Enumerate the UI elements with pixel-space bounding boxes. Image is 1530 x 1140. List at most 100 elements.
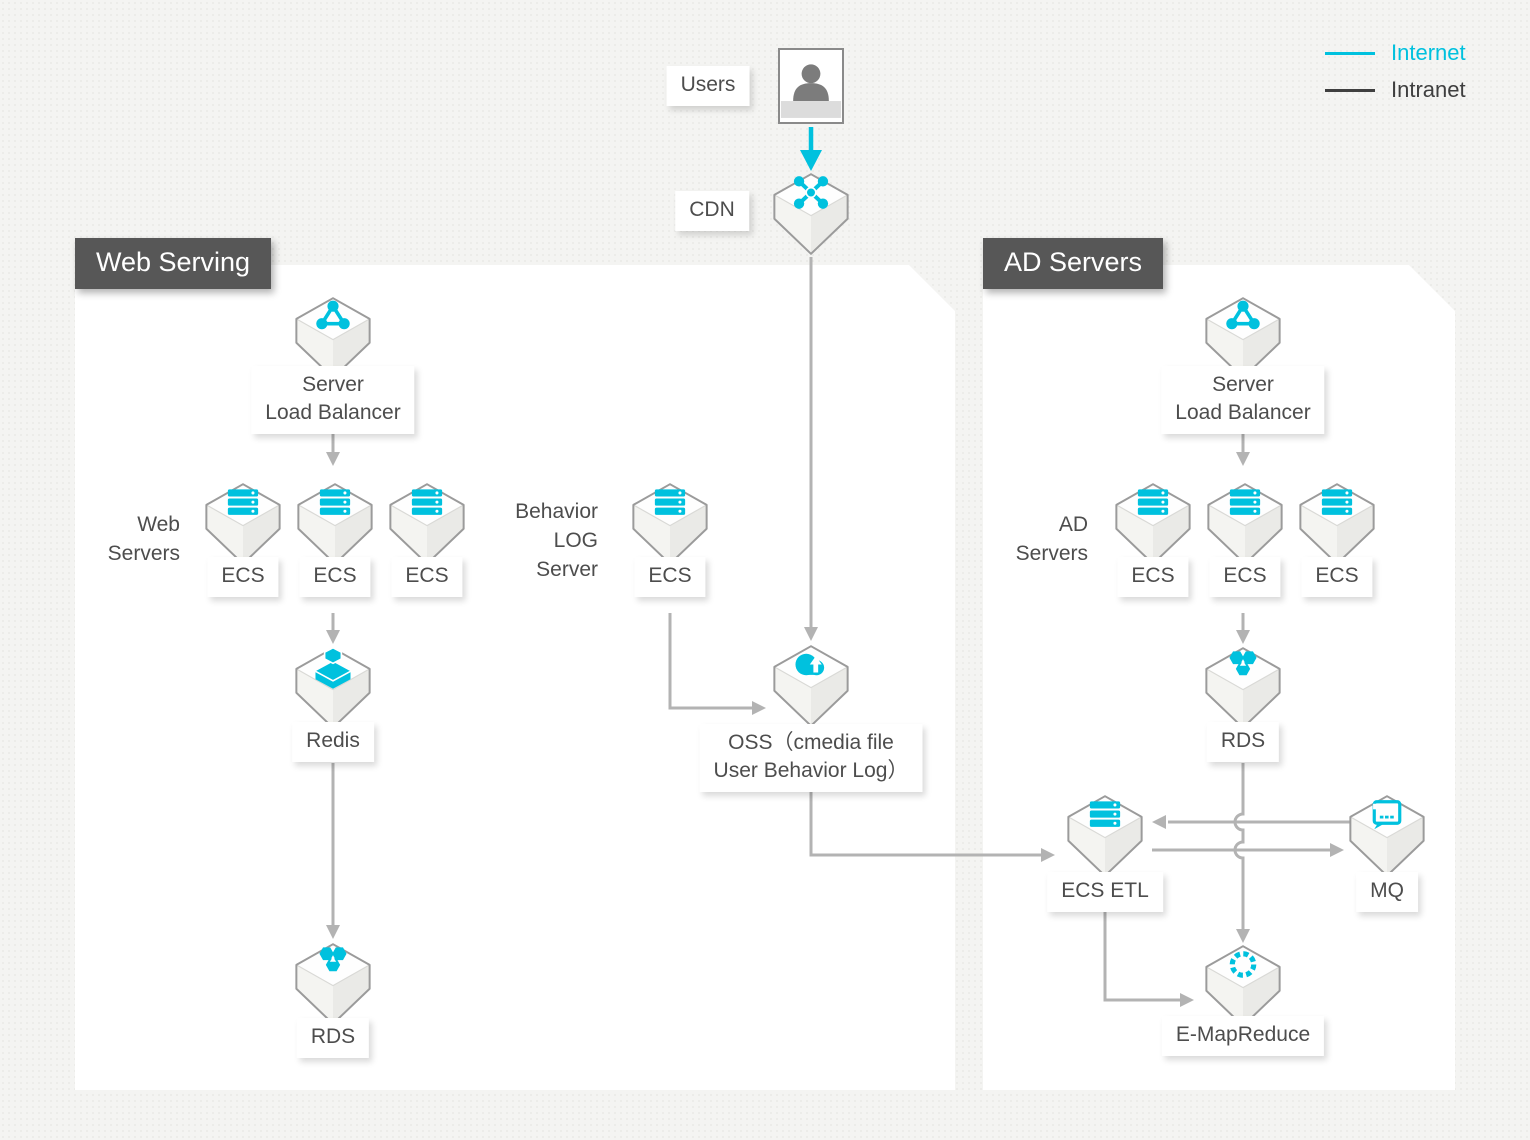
conn-adecs-to-rds-arrowhead <box>1236 630 1250 644</box>
behavior-log-side-label: Behavior LOG Server <box>452 497 598 584</box>
behavior-ecs-node <box>630 481 710 567</box>
oss-node <box>771 643 851 729</box>
ad-servers-side-label: AD Servers <box>948 510 1088 568</box>
legend: Internet Intranet <box>1325 42 1466 101</box>
web-slb-label-line2: Load Balancer <box>265 401 401 424</box>
web-ecs-label-1: ECS <box>207 557 279 597</box>
ecs-glyph <box>412 489 442 514</box>
mq-node <box>1347 793 1427 879</box>
server-stack-icon <box>1297 481 1377 567</box>
web-rds-label: RDS <box>296 1018 370 1058</box>
conn-behaviorlog-to-oss <box>668 613 752 710</box>
server-stack-icon <box>295 481 375 567</box>
ecs-glyph <box>1230 489 1260 514</box>
oss-label-line2: User Behavior Log） <box>713 759 909 782</box>
network-hub-icon <box>771 171 851 257</box>
ecs-glyph <box>1138 489 1168 514</box>
conn-rds-to-emapreduce-arrowhead <box>1236 929 1250 943</box>
ad-servers-side-label-line1: AD <box>1058 513 1088 536</box>
internet-legend-label: Internet <box>1391 40 1466 65</box>
server-stack-icon <box>203 481 283 567</box>
ad-ecs-label-1: ECS <box>1117 557 1189 597</box>
users-node <box>778 48 844 124</box>
server-stack-icon <box>1065 793 1145 879</box>
conn-behaviorlog-to-oss-arrowhead <box>752 701 766 715</box>
database-cluster-icon <box>293 941 373 1027</box>
conn-adslb-to-adecs-arrowhead <box>1236 452 1250 466</box>
cdn-node <box>771 171 851 257</box>
ad-ecs-node-2 <box>1205 481 1285 567</box>
ecs-glyph <box>1090 801 1120 826</box>
behavior-ecs-label: ECS <box>634 557 706 597</box>
database-cluster-icon <box>1203 645 1283 731</box>
hex-base <box>1206 648 1279 728</box>
oss-label: OSS（cmedia file User Behavior Log） <box>699 724 923 792</box>
ad-rds-node <box>1203 645 1283 731</box>
conn-redis-to-rds-arrowhead <box>326 925 340 939</box>
server-stack-icon <box>1113 481 1193 567</box>
conn-oss-to-ecsetl <box>809 792 1041 857</box>
conn-oss-to-ecsetl-arrowhead <box>1041 848 1055 862</box>
web-servers-side-label-line1: Web <box>137 513 180 536</box>
conn-slb-to-webservers-arrowhead <box>326 452 340 466</box>
web-serving-header: Web Serving <box>75 238 272 289</box>
legend-intranet-row: Intranet <box>1325 79 1466 101</box>
ecs-etl-node <box>1065 793 1145 879</box>
cdn-label: CDN <box>675 191 749 231</box>
ad-ecs-label-2: ECS <box>1209 557 1281 597</box>
ecs-glyph <box>228 489 258 514</box>
ad-ecs-node-1 <box>1113 481 1193 567</box>
ad-rds-label: RDS <box>1206 722 1280 762</box>
server-stack-icon <box>630 481 710 567</box>
web-rds-node <box>293 941 373 1027</box>
ad-slb-label-line1: Server <box>1212 373 1274 396</box>
behavior-log-side-label-line1: Behavior <box>515 500 598 523</box>
ad-servers-header: AD Servers <box>983 238 1164 289</box>
redis-node <box>293 645 373 731</box>
cloud-upload-icon <box>771 643 851 729</box>
web-slb-label-line1: Server <box>302 373 364 396</box>
hex-base <box>1206 946 1279 1026</box>
cache-box-icon <box>293 645 373 731</box>
internet-line-swatch <box>1325 51 1375 55</box>
web-ecs-label-2: ECS <box>299 557 371 597</box>
ecs-glyph <box>655 489 685 514</box>
conn-ecsetl-to-emapreduce <box>1103 912 1180 1002</box>
conn-users-to-cdn-arrowhead <box>800 150 822 171</box>
conn-webservers-to-redis-arrowhead <box>326 630 340 644</box>
ad-slb-label-line2: Load Balancer <box>1175 401 1311 424</box>
conn-ecsetl-to-emapreduce-arrowhead <box>1180 993 1194 1007</box>
oss-label-line1: OSS（cmedia file <box>728 731 894 754</box>
conn-mq-to-ecsetl-arrowhead <box>1152 815 1166 829</box>
hex-base <box>774 174 847 254</box>
redis-label: Redis <box>292 722 374 762</box>
ad-ecs-label-3: ECS <box>1301 557 1373 597</box>
conn-ecsetl-to-mq-arrowhead <box>1330 843 1344 857</box>
web-ecs-label-3: ECS <box>391 557 463 597</box>
conn-cdn-to-oss-arrowhead <box>804 627 818 641</box>
behavior-log-side-label-line2: LOG <box>553 529 598 552</box>
intranet-line-swatch <box>1325 88 1375 92</box>
ecs-etl-label: ECS ETL <box>1047 872 1163 912</box>
message-queue-icon <box>1347 793 1427 879</box>
intranet-legend-label: Intranet <box>1391 77 1466 102</box>
web-ecs-node-2 <box>295 481 375 567</box>
emapreduce-label: E-MapReduce <box>1161 1016 1325 1056</box>
ecs-glyph <box>1322 489 1352 514</box>
ad-slb-label: Server Load Balancer <box>1161 366 1325 434</box>
behavior-log-side-label-line3: Server <box>536 558 598 581</box>
mq-label: MQ <box>1356 872 1418 912</box>
web-servers-side-label-line2: Servers <box>107 542 180 565</box>
hex-base <box>296 944 369 1024</box>
hex-base <box>1350 796 1423 876</box>
web-ecs-node-1 <box>203 481 283 567</box>
ad-servers-side-label-line2: Servers <box>1015 542 1088 565</box>
ad-ecs-node-3 <box>1297 481 1377 567</box>
ecs-glyph <box>320 489 350 514</box>
server-stack-icon <box>1205 481 1285 567</box>
legend-internet-row: Internet <box>1325 42 1466 64</box>
web-serving-title: Web Serving <box>96 247 251 277</box>
web-slb-label: Server Load Balancer <box>251 366 415 434</box>
